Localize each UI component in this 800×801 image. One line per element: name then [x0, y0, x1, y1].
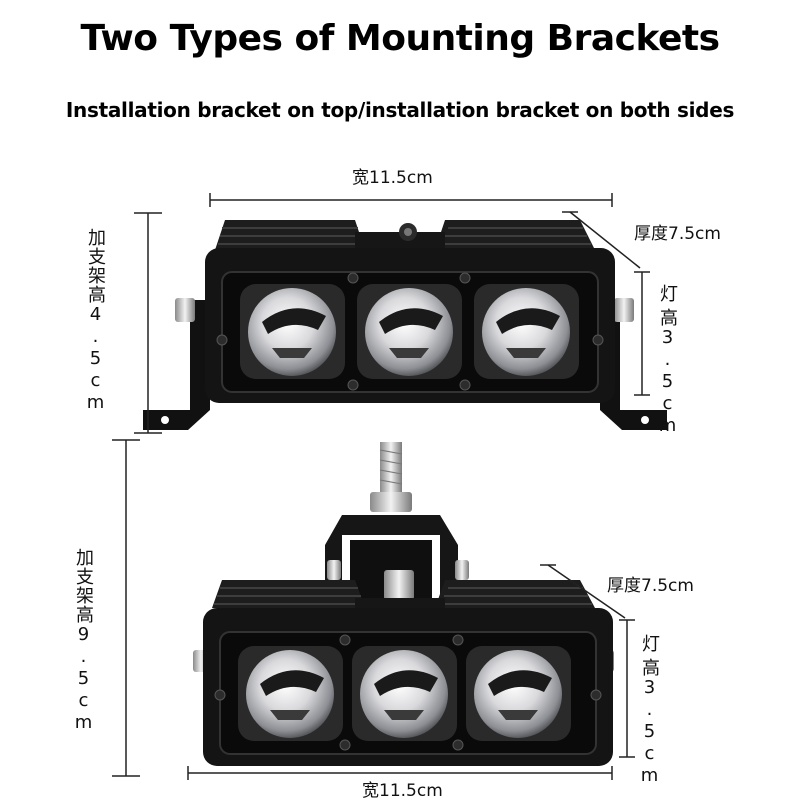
page-title: Two Types of Mounting Brackets	[80, 18, 720, 59]
bottom-lens-3	[466, 646, 571, 741]
top-width-label: 宽11.5cm	[352, 168, 433, 188]
top-lens-2	[357, 284, 462, 379]
bottom-lens-2	[352, 646, 457, 741]
top-light-height-label-b: 高3.5cm	[657, 308, 678, 437]
bottom-dimension-lines	[112, 439, 635, 780]
top-light-height-label-a: 灯	[657, 284, 678, 303]
bottom-light-height-label-b: 高3.5cm	[639, 658, 660, 787]
top-light-unit	[143, 220, 667, 430]
page-subtitle: Installation bracket on top/installation…	[65, 98, 735, 122]
top-bracket-height-label: 加支架高4.5cm	[85, 228, 106, 414]
top-dimension-lines	[134, 193, 650, 434]
top-thickness-label: 厚度7.5cm	[634, 224, 721, 244]
bottom-lens-1	[238, 646, 343, 741]
bottom-bracket-height-label: 加支架高9.5cm	[73, 548, 94, 734]
top-lens-3	[474, 284, 579, 379]
bottom-light-height-label-a: 灯	[639, 634, 660, 653]
left-side-bracket	[143, 300, 210, 430]
right-side-bracket	[600, 300, 667, 430]
bottom-thickness-label: 厚度7.5cm	[607, 576, 694, 596]
bottom-light-unit	[193, 442, 614, 766]
bottom-width-label: 宽11.5cm	[362, 781, 443, 801]
top-lens-1	[240, 284, 345, 379]
